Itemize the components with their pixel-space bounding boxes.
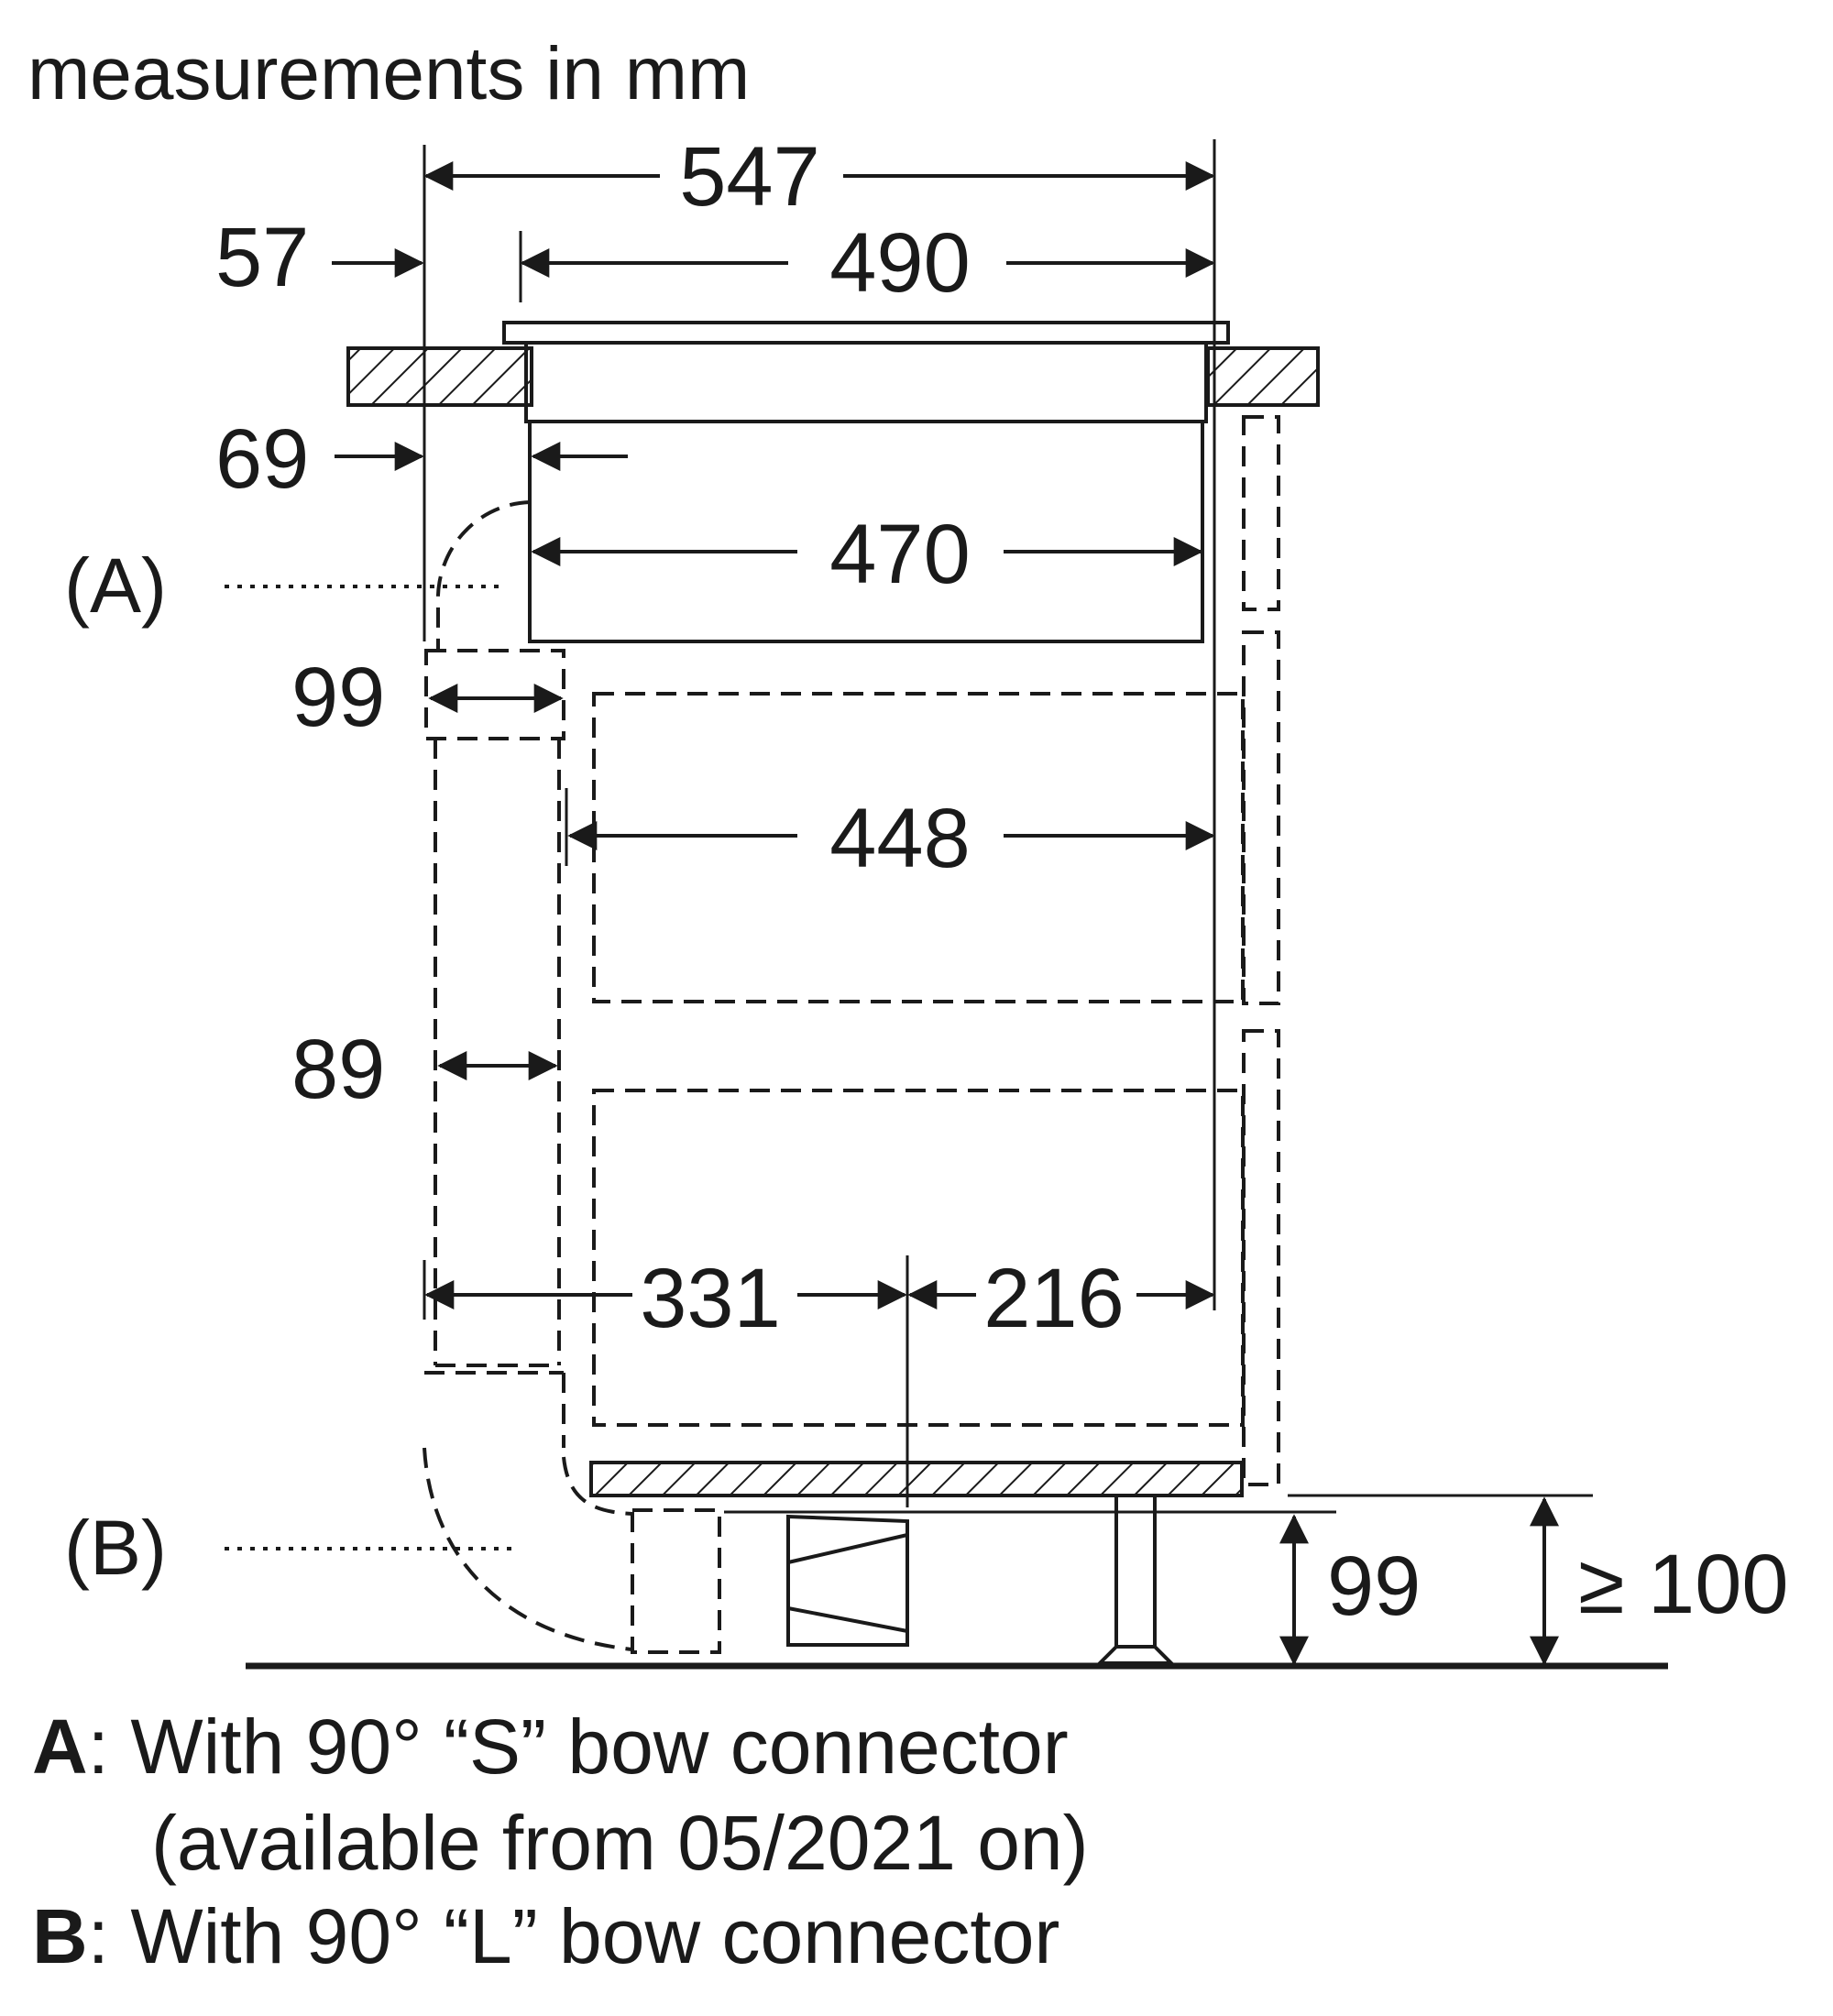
cabinet-leg <box>1114 1494 1157 1649</box>
side-panel-middle <box>1242 630 1280 1005</box>
worktop-left-section <box>346 346 533 407</box>
legend: A: With 90° “S” bow connector (available… <box>32 1704 1089 1979</box>
dim-89-label: 89 <box>291 1023 385 1116</box>
marker-a: (A) <box>64 542 167 629</box>
cabinet-base <box>246 1461 1668 1670</box>
dim-57-label: 57 <box>215 211 309 304</box>
hob-body <box>528 420 1204 643</box>
legend-b: B: With 90° “L” bow connector <box>32 1893 1059 1979</box>
s-bow-coupling-top <box>424 649 565 740</box>
dim-331-label: 331 <box>640 1252 781 1345</box>
hob-frame <box>524 341 1208 423</box>
legend-b-key: B <box>32 1893 88 1979</box>
cabinet-drawers <box>592 415 1280 1486</box>
dim-470-label: 470 <box>829 508 971 601</box>
side-panel-upper <box>1242 415 1280 611</box>
worktop <box>346 346 1320 407</box>
l-bow-inner-curve <box>562 1456 633 1516</box>
legend-a: A: With 90° “S” bow connector <box>32 1704 1069 1790</box>
s-bow-connector-a <box>424 500 565 1367</box>
s-bow-curve-a <box>435 500 531 651</box>
outlet-frame <box>786 1514 909 1647</box>
legend-b-text: : With 90° “L” bow connector <box>88 1893 1060 1979</box>
plinth-outlet <box>786 1514 909 1647</box>
l-bow-outer-curve <box>423 1447 633 1651</box>
dim-99-top-label: 99 <box>291 651 385 744</box>
dim-547-label: 547 <box>679 130 820 224</box>
worktop-right-section <box>1206 346 1320 407</box>
l-bow-connector-b <box>423 1371 721 1654</box>
cabinet-leg-foot <box>1095 1645 1176 1665</box>
outlet-slat-top <box>787 1533 908 1564</box>
diagram-title: measurements in mm <box>27 32 750 115</box>
hob-unit <box>502 321 1230 643</box>
l-bow-outlet <box>631 1508 721 1654</box>
cabinet-bottom-board <box>589 1461 1244 1497</box>
dim-69-label: 69 <box>215 412 309 506</box>
dim-490-label: 490 <box>829 216 971 310</box>
dim-100-label: ≥ 100 <box>1578 1538 1789 1631</box>
side-panel-lower <box>1242 1029 1280 1486</box>
hob-glass-top <box>502 321 1230 345</box>
legend-a-note: (available from 05/2021 on) <box>151 1800 1089 1886</box>
dim-216-label: 216 <box>983 1252 1125 1345</box>
dim-99-bottom-label: 99 <box>1327 1539 1421 1633</box>
legend-a-text: : With 90° “S” bow connector <box>88 1704 1069 1790</box>
dim-448-label: 448 <box>829 792 971 885</box>
outlet-slat-bottom <box>787 1606 908 1633</box>
marker-b: (B) <box>64 1505 167 1591</box>
legend-a-key: A <box>32 1704 88 1790</box>
